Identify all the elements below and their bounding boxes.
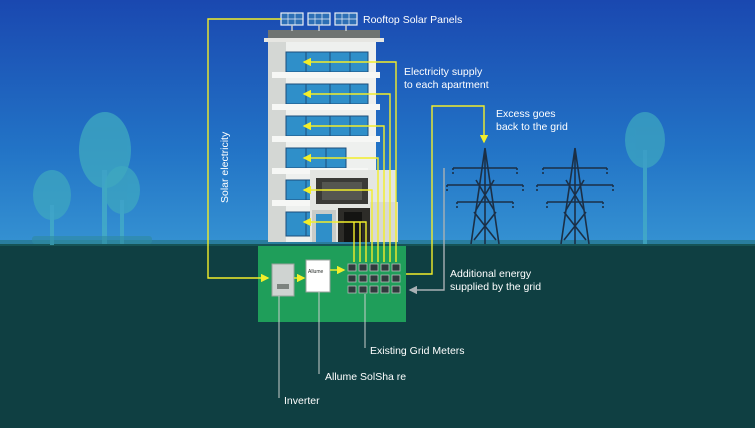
allume-solshare-label: Allume SolSha re xyxy=(325,371,407,383)
rooftop-solar-panels xyxy=(280,12,358,31)
inverter-unit xyxy=(271,263,295,297)
electricity-supply-label-line1: Electricity supply xyxy=(404,66,483,78)
additional-energy-label-line2: supplied by the grid xyxy=(450,281,542,293)
tree-right xyxy=(625,112,665,244)
excess-label-line2: back to the grid xyxy=(496,121,568,133)
grid-supply-wire xyxy=(408,168,445,295)
existing-grid-meters-label: Existing Grid Meters xyxy=(370,345,465,357)
excess-label-line1: Excess goes xyxy=(496,108,556,120)
power-pylon-left xyxy=(446,147,524,245)
solshare-unit xyxy=(305,259,331,293)
electricity-supply-label-line2: to each apartment xyxy=(404,79,489,91)
tree-left-small xyxy=(33,166,140,245)
additional-energy-label-line1: Additional energy xyxy=(450,268,532,280)
apartment-building xyxy=(264,30,398,242)
power-pylon-right xyxy=(536,147,614,245)
solshare-logo-text: Allume xyxy=(308,269,324,275)
solar-electricity-wire xyxy=(207,18,346,283)
rooftop-solar-panels-label: Rooftop Solar Panels xyxy=(363,14,463,26)
excess-to-grid-wire xyxy=(406,105,489,275)
grid-meters xyxy=(347,263,401,294)
inverter-label: Inverter xyxy=(284,395,320,407)
callout-lines xyxy=(278,292,366,398)
apartment-supply-wires xyxy=(302,57,397,262)
solar-electricity-label: Solar electricity xyxy=(219,131,231,203)
